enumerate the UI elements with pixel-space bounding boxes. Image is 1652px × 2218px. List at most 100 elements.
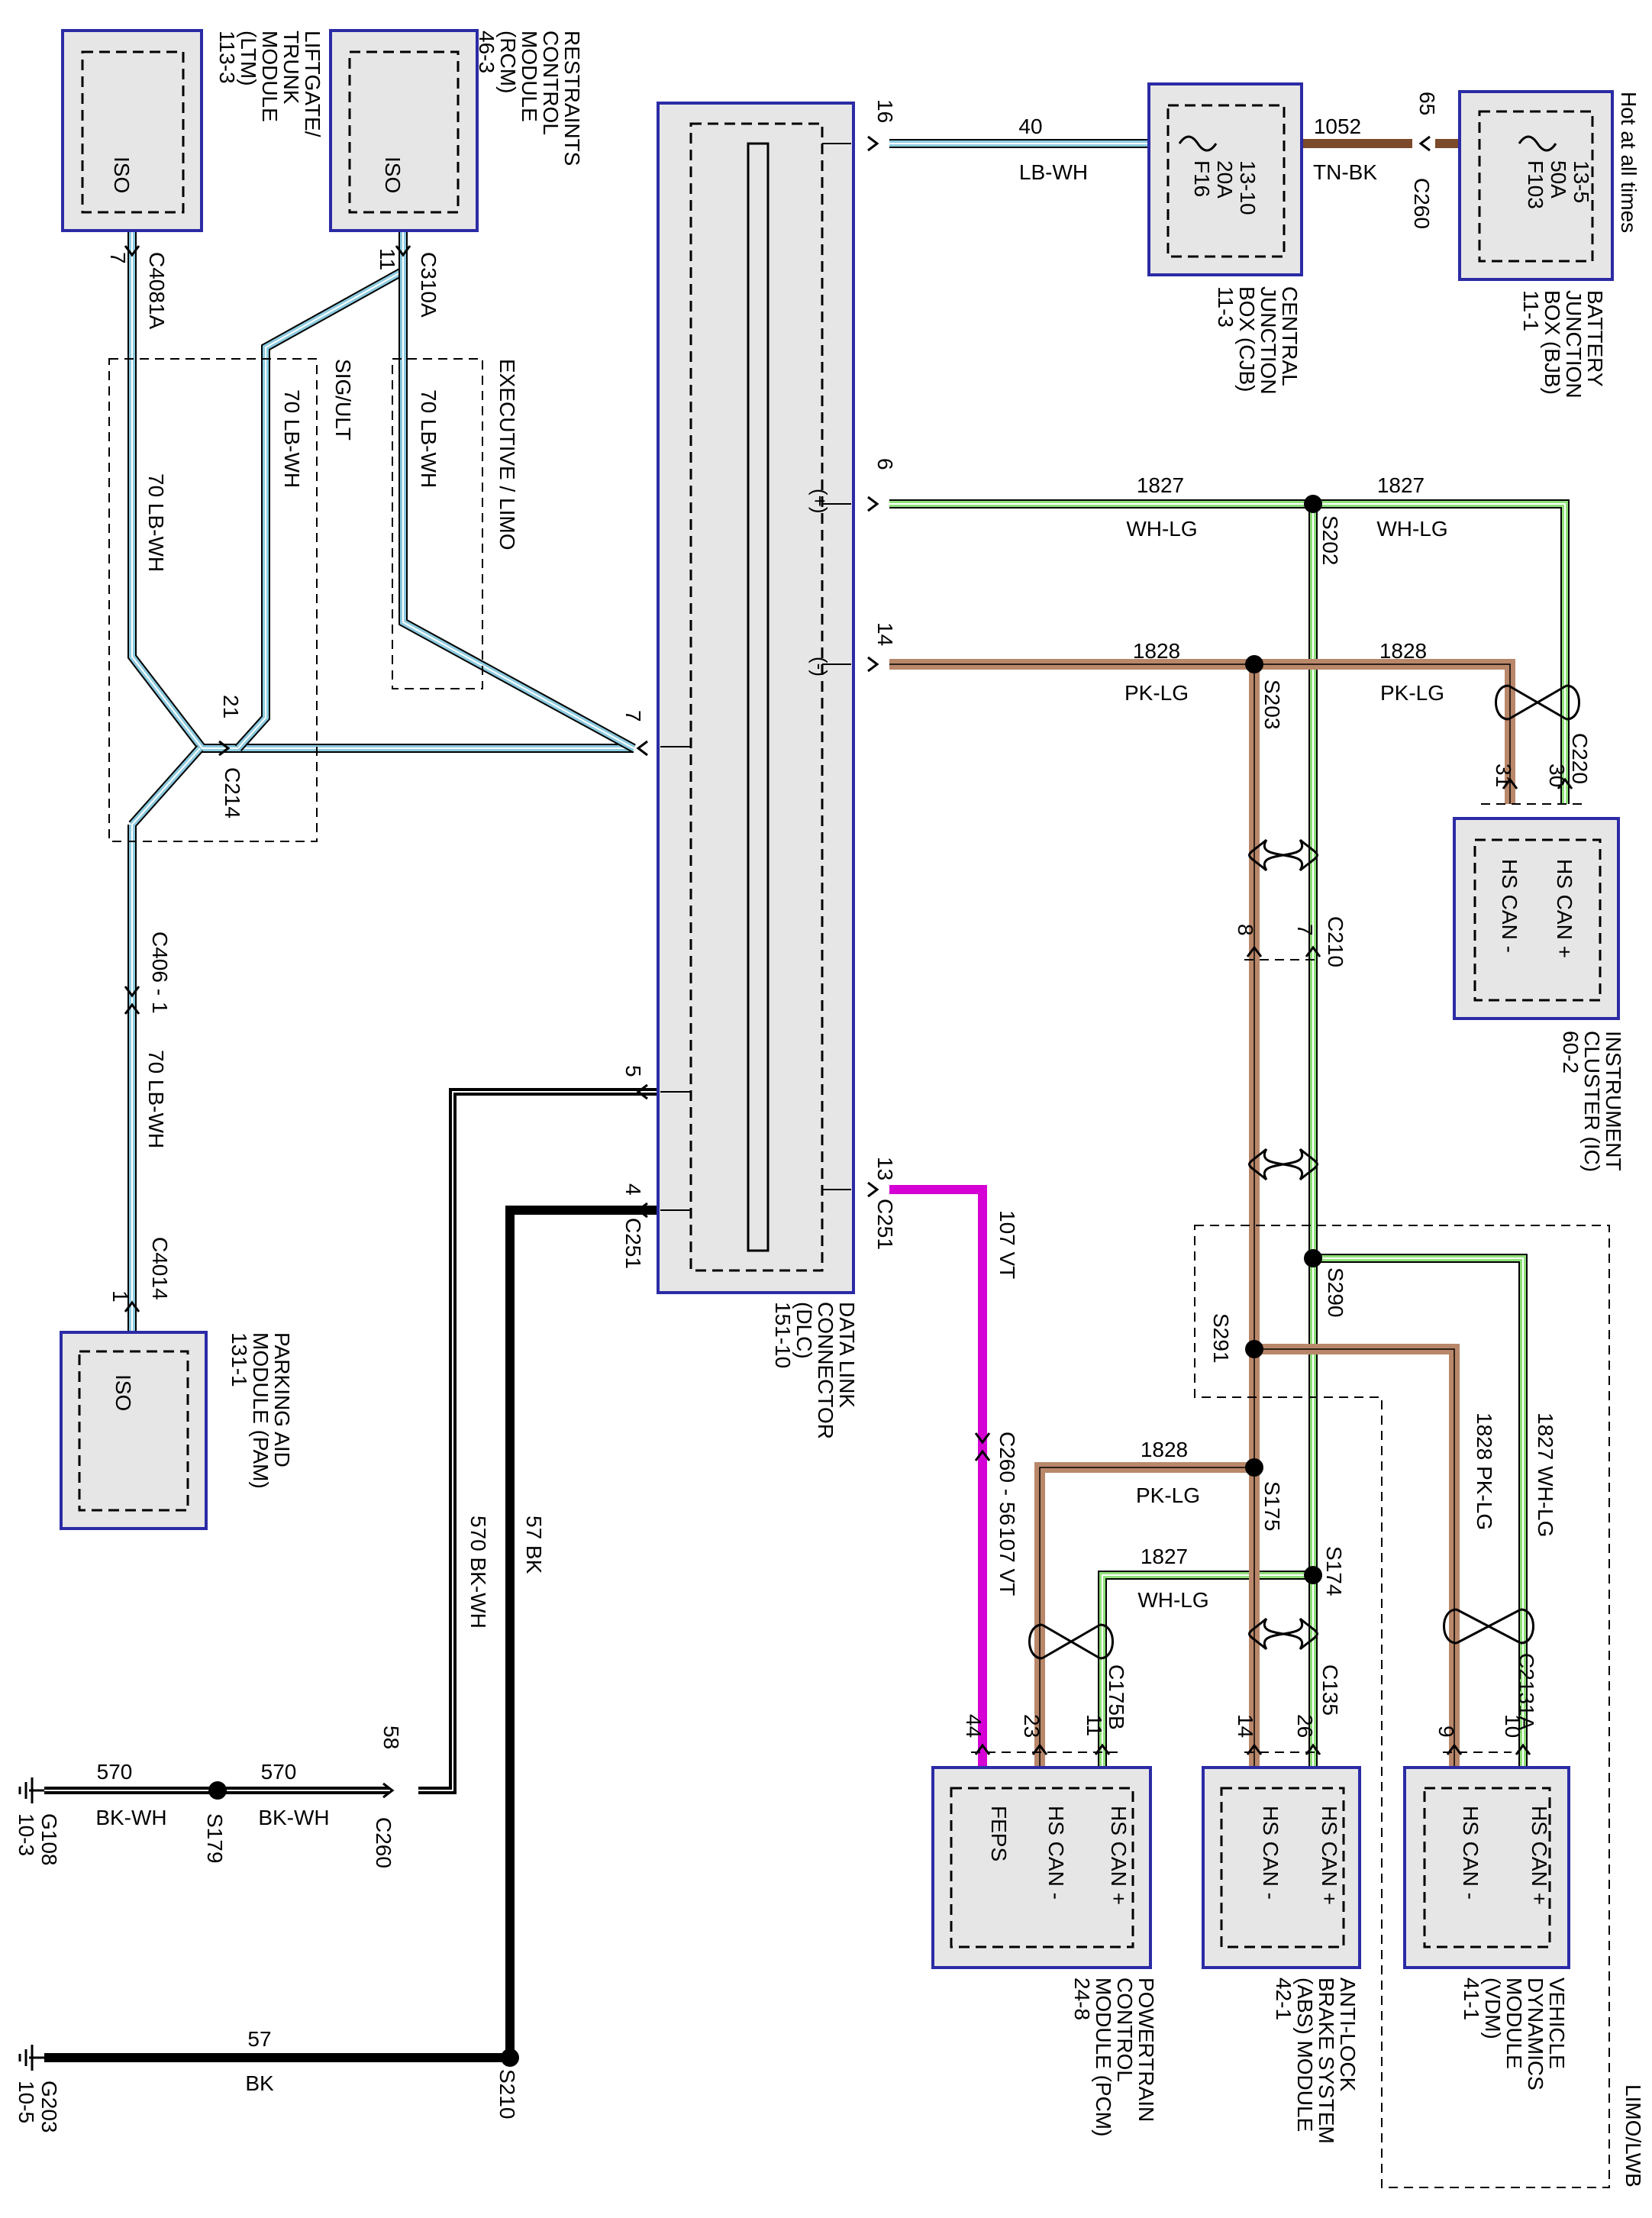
dlc-name-line: DATA LINK: [835, 1302, 859, 1408]
pin-ic-30: 30: [1545, 764, 1569, 787]
wire-70-pam: [127, 745, 204, 1332]
ground-g108-icon: [18, 1777, 44, 1803]
rcm-name-line: MODULE: [518, 31, 541, 122]
wire-70-exec-label: 70 LB-WH: [417, 389, 440, 488]
pin-abs-26: 26: [1293, 1714, 1317, 1738]
connector-c214: C214: [221, 767, 244, 818]
pin-c260-58: 58: [379, 1726, 403, 1749]
twist-pcm-icon: [1028, 1623, 1114, 1660]
vdm-name-line: MODULE: [1502, 1977, 1526, 2069]
pin-dlc-4: 4: [621, 1183, 645, 1196]
splice-s179-icon: [208, 1781, 227, 1800]
connector-arrow-icon: [1305, 945, 1321, 957]
wire-70-sig-label: 70 LB-WH: [280, 389, 304, 488]
pin-pam-1: 1: [108, 1290, 132, 1303]
wire-40-color: LB-WH: [1019, 160, 1088, 184]
connector-arrow-icon: [974, 1432, 991, 1445]
wire-40-circuit: 40: [1018, 115, 1042, 138]
abs-hs-can-plus-label: HS CAN +: [1318, 1806, 1341, 1905]
dlc-name-line: 151-10: [771, 1302, 795, 1368]
pam-module: [60, 1331, 208, 1530]
connector-arrow-icon: [1515, 1743, 1531, 1755]
ground-g108-label: G10810-3: [15, 1813, 61, 1866]
connector-arrow-icon: [124, 1300, 140, 1312]
wire-57-circuit: 57: [247, 2027, 271, 2051]
wire-107-vt: [889, 1185, 987, 1768]
wire-1052-circuit: 1052: [1314, 115, 1361, 138]
pin-c210-7: 7: [1293, 924, 1317, 936]
bjb-name-line: 11-1: [1519, 290, 1543, 331]
connector-arrow-icon: [124, 1002, 140, 1015]
cjb-fuse-label: 13-1020AF16: [1190, 160, 1260, 215]
rcm-module: [329, 29, 479, 232]
pin-c214-21: 21: [219, 695, 243, 718]
pam-iso-label: ISO: [111, 1374, 135, 1411]
twist-abs-icon: [1248, 1617, 1318, 1651]
ltm-iso-label: ISO: [110, 157, 134, 193]
wire-1827-circuit-pcm: 1827: [1141, 1545, 1188, 1568]
wire-70-ltm: [127, 231, 634, 753]
pin-dlc-13: 13: [873, 1157, 897, 1180]
dlc-name-line: (DLC): [792, 1302, 816, 1359]
ltm-name-line: MODULE: [258, 31, 282, 122]
vdm-hs-can-minus-label: HS CAN -: [1459, 1806, 1483, 1900]
dlc-module: [657, 102, 855, 1294]
splice-s203-label: S203: [1260, 680, 1284, 729]
limo-lwb-region: [1194, 1225, 1610, 2188]
cjb-name-line: 11-3: [1214, 286, 1237, 328]
connector-c135: C135: [1318, 1664, 1342, 1716]
bjb-module: [1458, 90, 1614, 281]
wire-570-color-a: BK-WH: [95, 1806, 166, 1829]
pam-name-line: MODULE (PAM): [249, 1332, 273, 1489]
bjb-name-line: BATTERY: [1583, 290, 1607, 387]
wires: [44, 139, 1570, 2062]
connector-arrow-icon: [636, 1083, 648, 1100]
ic-name-line: INSTRUMENT: [1602, 1031, 1625, 1171]
splice-s210-label: S210: [495, 2069, 519, 2119]
wire-1827-vdm-label: 1827 WH-LG: [1534, 1412, 1557, 1537]
wire-57-color: BK: [245, 2071, 274, 2095]
connector-arrow-icon: [1246, 1743, 1263, 1755]
pin-rcm-11: 11: [376, 248, 399, 270]
wire-1828-vdm-label: 1828 PK-LG: [1473, 1412, 1496, 1530]
wire-570-bk-wh-dlc: [418, 1088, 660, 1794]
vdm-name-line: VEHICLE: [1545, 1977, 1569, 2069]
connector-c210: C210: [1324, 916, 1347, 967]
pin-dlc-6: 6: [873, 458, 897, 470]
connector-c310a: C310A: [417, 252, 440, 318]
bjb-fuse-label: 13-550AF103: [1524, 160, 1593, 209]
connector-arrow-icon: [124, 245, 140, 257]
connector-c260-56: C260 - 56: [995, 1432, 1019, 1525]
wire-70-ltm-label: 70 LB-WH: [144, 473, 168, 572]
wire-1828-pcm: [1034, 1462, 1254, 1768]
bjb-name-line: JUNCTION: [1562, 290, 1586, 399]
connector-arrow-icon: [867, 1181, 879, 1198]
wire-1828-vdm: [1254, 1344, 1460, 1768]
splice-s175-label: S175: [1260, 1481, 1284, 1531]
pin-ic-31: 31: [1492, 764, 1515, 787]
wire-1828-color-b: PK-LG: [1380, 681, 1444, 705]
fuse-f103-icon: [1518, 135, 1557, 152]
connector-c260-top: C260: [1410, 178, 1434, 229]
connector-arrow-icon: [1418, 135, 1431, 152]
connector-arrow-icon: [1031, 1743, 1048, 1755]
twist-ic-icon: [1495, 684, 1580, 721]
pcm-name-line: CONTROL: [1113, 1977, 1137, 2082]
connector-arrow-icon: [218, 740, 231, 757]
splice-s175-icon: [1245, 1458, 1263, 1477]
connector-c220: C220: [1568, 733, 1592, 784]
vdm-name-line: DYNAMICS: [1524, 1977, 1547, 2090]
ic-hs-can-plus-label: HS CAN +: [1553, 859, 1576, 958]
ltm-name-line: (LTM): [237, 31, 260, 86]
vdm-module: [1403, 1766, 1570, 1969]
ic-module: [1453, 817, 1620, 1020]
vdm-name-line: (VDM): [1481, 1977, 1505, 2039]
connector-c4081a: C4081A: [145, 252, 169, 330]
wire-107-label-a: 107 VT: [995, 1210, 1019, 1279]
abs-name-line: BRAKE SYSTEM: [1315, 1977, 1338, 2144]
connector-arrow-icon: [1305, 1743, 1321, 1755]
pin-vdm-10: 10: [1501, 1714, 1525, 1738]
cjb-module: [1147, 82, 1303, 276]
connector-arrow-icon: [1446, 1743, 1463, 1755]
